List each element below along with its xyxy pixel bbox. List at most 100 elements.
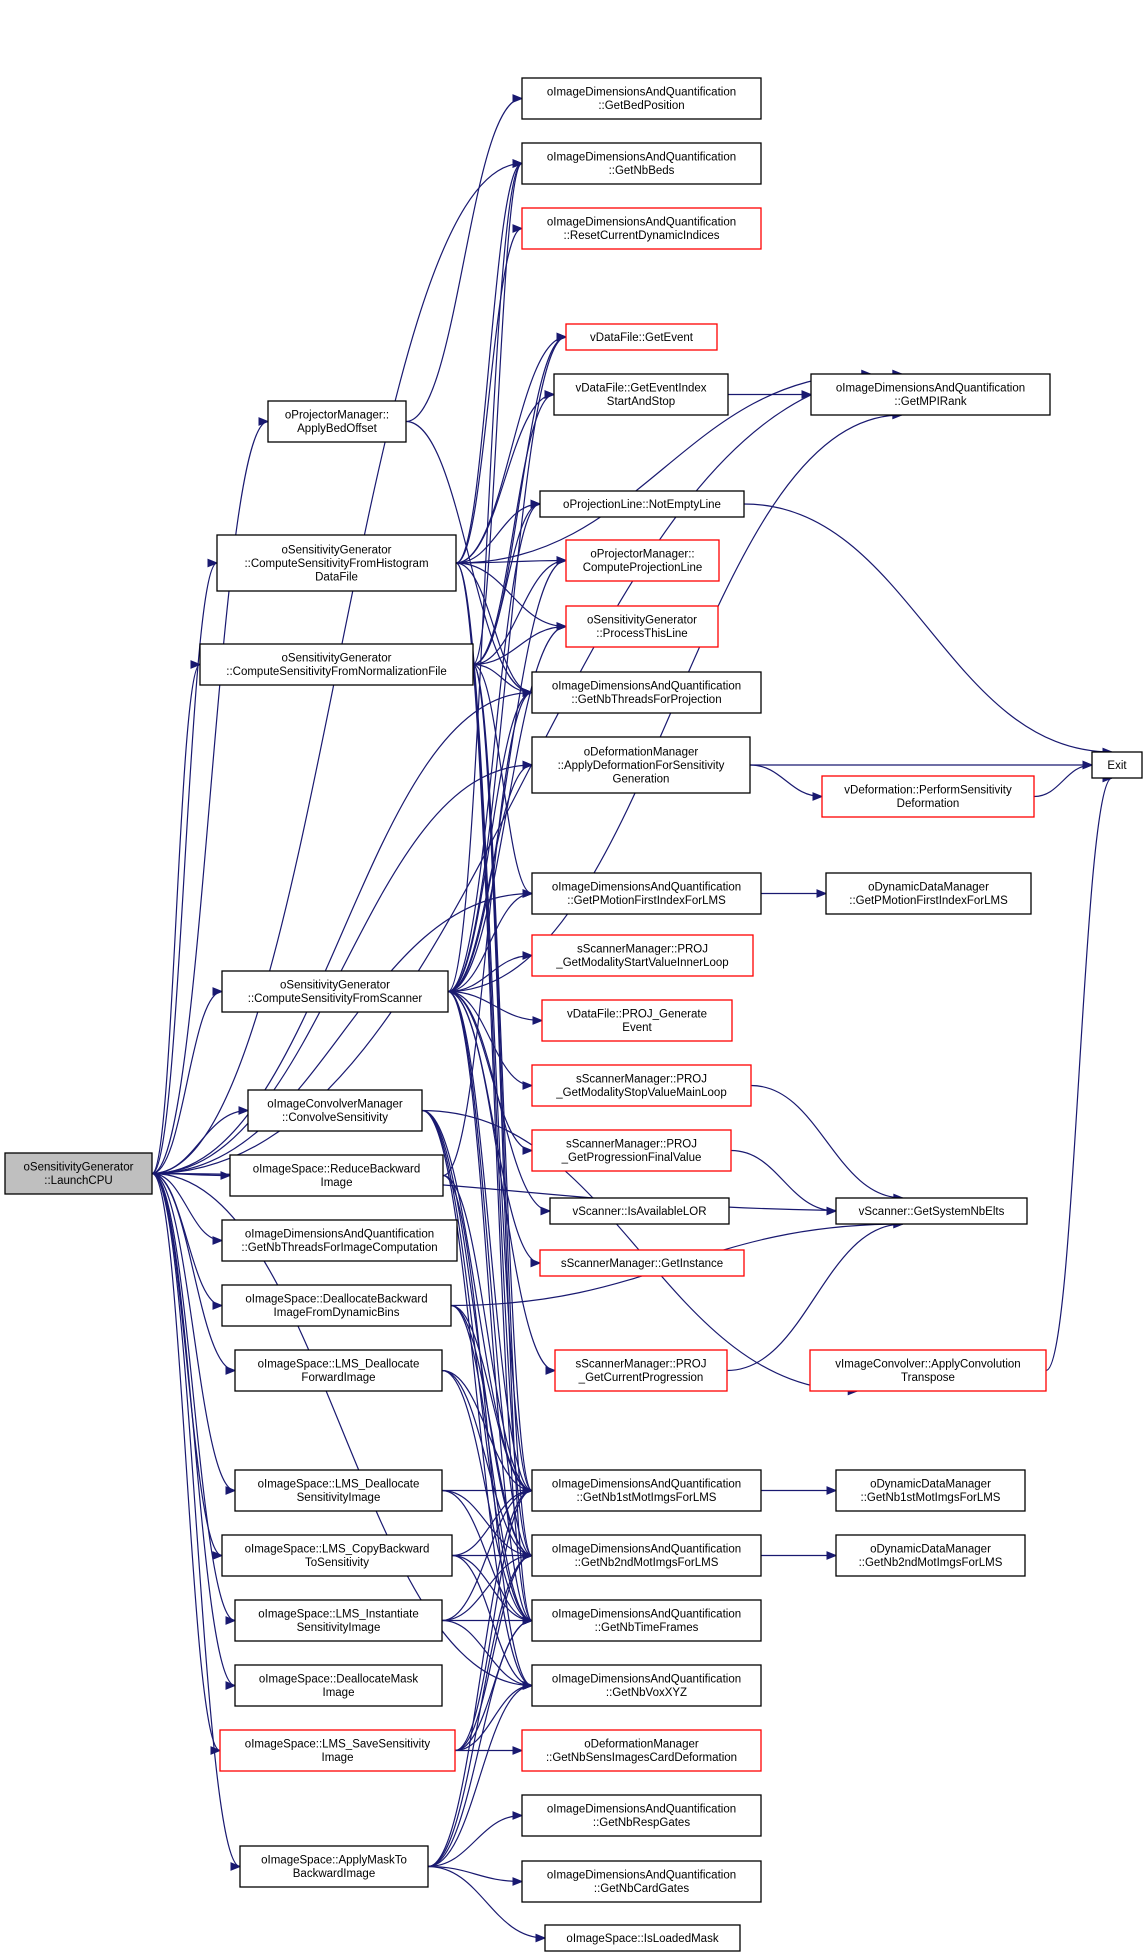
node-convolveSens[interactable]: oImageConvolverManager::ConvolveSensitiv… — [247, 1089, 423, 1132]
node-notEmptyLine[interactable]: oProjectionLine::NotEmptyLine — [539, 490, 745, 518]
node-box-applyMaskTo[interactable] — [239, 1845, 429, 1888]
node-box-getEvent[interactable] — [565, 323, 718, 351]
node-box-reduceBackward[interactable] — [229, 1154, 444, 1197]
node-applyBedOffset[interactable]: oProjectorManager::ApplyBedOffset — [267, 400, 407, 443]
node-box-getMPIRank[interactable] — [810, 373, 1051, 416]
node-box-root[interactable] — [4, 1152, 153, 1195]
node-box-computeNorm[interactable] — [199, 643, 474, 686]
node-box-modStartValue[interactable] — [531, 934, 754, 977]
node-dynNb1stMot[interactable]: oDynamicDataManager::GetNb1stMotImgsForL… — [835, 1469, 1026, 1512]
node-curProgression[interactable]: sScannerManager::PROJ_GetCurrentProgress… — [554, 1349, 728, 1392]
node-getBedPosition[interactable]: oImageDimensionsAndQuantification::GetBe… — [521, 77, 762, 120]
node-nbThreadsProj[interactable]: oImageDimensionsAndQuantification::GetNb… — [531, 671, 762, 714]
node-box-getNbBeds[interactable] — [521, 142, 762, 185]
node-computeScanner[interactable]: oSensitivityGenerator::ComputeSensitivit… — [221, 970, 449, 1013]
node-box-lmsInstantiate[interactable] — [234, 1599, 443, 1642]
node-box-perfSensDeform[interactable] — [821, 775, 1035, 818]
node-box-applyBedOffset[interactable] — [267, 400, 407, 443]
node-lmsDeallocSens[interactable]: oImageSpace::LMS_DeallocateSensitivityIm… — [234, 1469, 443, 1512]
node-box-getSystemNbElts[interactable] — [835, 1197, 1028, 1225]
node-computeHisto[interactable]: oSensitivityGenerator::ComputeSensitivit… — [216, 534, 457, 592]
node-getMPIRank[interactable]: oImageDimensionsAndQuantification::GetMP… — [810, 373, 1051, 416]
node-exit[interactable]: Exit — [1091, 751, 1143, 779]
node-box-exit[interactable] — [1091, 751, 1143, 779]
node-box-progFinal[interactable] — [531, 1129, 732, 1172]
node-processThisLine[interactable]: oSensitivityGenerator::ProcessThisLine — [565, 605, 719, 648]
node-box-dynPMotionFirst[interactable] — [825, 872, 1032, 915]
node-box-processThisLine[interactable] — [565, 605, 719, 648]
node-nbCardGates[interactable]: oImageDimensionsAndQuantification::GetNb… — [521, 1860, 762, 1903]
node-box-isLoadedMask[interactable] — [544, 1924, 741, 1952]
node-nbRespGates[interactable]: oImageDimensionsAndQuantification::GetNb… — [521, 1794, 762, 1837]
node-getSystemNbElts[interactable]: vScanner::GetSystemNbElts — [835, 1197, 1028, 1225]
node-box-nb1stMot[interactable] — [531, 1469, 762, 1512]
node-nbVoxXYZ[interactable]: oImageDimensionsAndQuantification::GetNb… — [531, 1664, 762, 1707]
node-box-deallocBackward[interactable] — [221, 1284, 452, 1327]
node-box-nbRespGates[interactable] — [521, 1794, 762, 1837]
node-dynNb2ndMot[interactable]: oDynamicDataManager::GetNb2ndMotImgsForL… — [835, 1534, 1026, 1577]
node-box-computeScanner[interactable] — [221, 970, 449, 1013]
node-box-curProgression[interactable] — [554, 1349, 728, 1392]
node-modStartValue[interactable]: sScannerManager::PROJ_GetModalityStartVa… — [531, 934, 754, 977]
node-box-projGenerate[interactable] — [541, 999, 733, 1042]
node-box-nbSensImagesCard[interactable] — [521, 1729, 762, 1772]
node-getEvent[interactable]: vDataFile::GetEvent — [565, 323, 718, 351]
node-getInstance[interactable]: sScannerManager::GetInstance — [539, 1249, 745, 1277]
node-box-nbThreadsImg[interactable] — [221, 1219, 458, 1262]
node-box-lmsCopyBackward[interactable] — [221, 1534, 453, 1577]
node-box-getInstance[interactable] — [539, 1249, 745, 1277]
node-computeProjLine[interactable]: oProjectorManager::ComputeProjectionLine — [565, 539, 720, 582]
node-applyConvTranspose[interactable]: vImageConvolver::ApplyConvolutionTranspo… — [809, 1349, 1047, 1392]
node-lmsInstantiate[interactable]: oImageSpace::LMS_InstantiateSensitivityI… — [234, 1599, 443, 1642]
node-box-nbVoxXYZ[interactable] — [531, 1664, 762, 1707]
node-box-nbTimeFrames[interactable] — [531, 1599, 762, 1642]
node-nb1stMot[interactable]: oImageDimensionsAndQuantification::GetNb… — [531, 1469, 762, 1512]
node-box-pMotionFirst[interactable] — [531, 872, 762, 915]
node-box-isAvailableLOR[interactable] — [549, 1197, 730, 1225]
node-box-getEventIndex[interactable] — [553, 373, 729, 416]
node-dynPMotionFirst[interactable]: oDynamicDataManager::GetPMotionFirstInde… — [825, 872, 1032, 915]
node-computeNorm[interactable]: oSensitivityGenerator::ComputeSensitivit… — [199, 643, 474, 686]
node-nb2ndMot[interactable]: oImageDimensionsAndQuantification::GetNb… — [531, 1534, 762, 1577]
node-modStopValue[interactable]: sScannerManager::PROJ_GetModalityStopVal… — [531, 1064, 752, 1107]
node-box-lmsSaveSens[interactable] — [219, 1729, 456, 1772]
node-deallocBackward[interactable]: oImageSpace::DeallocateBackwardImageFrom… — [221, 1284, 452, 1327]
node-box-lmsDeallocSens[interactable] — [234, 1469, 443, 1512]
node-box-nbCardGates[interactable] — [521, 1860, 762, 1903]
node-getNbBeds[interactable]: oImageDimensionsAndQuantification::GetNb… — [521, 142, 762, 185]
node-nbThreadsImg[interactable]: oImageDimensionsAndQuantification::GetNb… — [221, 1219, 458, 1262]
node-nbTimeFrames[interactable]: oImageDimensionsAndQuantification::GetNb… — [531, 1599, 762, 1642]
node-progFinal[interactable]: sScannerManager::PROJ_GetProgressionFina… — [531, 1129, 732, 1172]
node-isLoadedMask[interactable]: oImageSpace::IsLoadedMask — [544, 1924, 741, 1952]
node-root[interactable]: oSensitivityGenerator::LaunchCPU — [4, 1152, 153, 1195]
node-nbSensImagesCard[interactable]: oDeformationManager::GetNbSensImagesCard… — [521, 1729, 762, 1772]
node-box-getBedPosition[interactable] — [521, 77, 762, 120]
node-box-computeHisto[interactable] — [216, 534, 457, 592]
node-isAvailableLOR[interactable]: vScanner::IsAvailableLOR — [549, 1197, 730, 1225]
node-box-deallocMask[interactable] — [234, 1664, 443, 1707]
node-box-convolveSens[interactable] — [247, 1089, 423, 1132]
node-box-dynNb2ndMot[interactable] — [835, 1534, 1026, 1577]
node-box-lmsDeallocFwd[interactable] — [234, 1349, 443, 1392]
node-applyDeform[interactable]: oDeformationManager::ApplyDeformationFor… — [531, 736, 751, 794]
node-box-notEmptyLine[interactable] — [539, 490, 745, 518]
node-resetDyn[interactable]: oImageDimensionsAndQuantification::Reset… — [521, 207, 762, 250]
node-box-resetDyn[interactable] — [521, 207, 762, 250]
node-box-applyConvTranspose[interactable] — [809, 1349, 1047, 1392]
node-box-computeProjLine[interactable] — [565, 539, 720, 582]
node-box-nbThreadsProj[interactable] — [531, 671, 762, 714]
node-box-nb2ndMot[interactable] — [531, 1534, 762, 1577]
node-pMotionFirst[interactable]: oImageDimensionsAndQuantification::GetPM… — [531, 872, 762, 915]
node-perfSensDeform[interactable]: vDeformation::PerformSensitivityDeformat… — [821, 775, 1035, 818]
node-lmsCopyBackward[interactable]: oImageSpace::LMS_CopyBackwardToSensitivi… — [221, 1534, 453, 1577]
node-box-dynNb1stMot[interactable] — [835, 1469, 1026, 1512]
node-box-applyDeform[interactable] — [531, 736, 751, 794]
node-box-modStopValue[interactable] — [531, 1064, 752, 1107]
